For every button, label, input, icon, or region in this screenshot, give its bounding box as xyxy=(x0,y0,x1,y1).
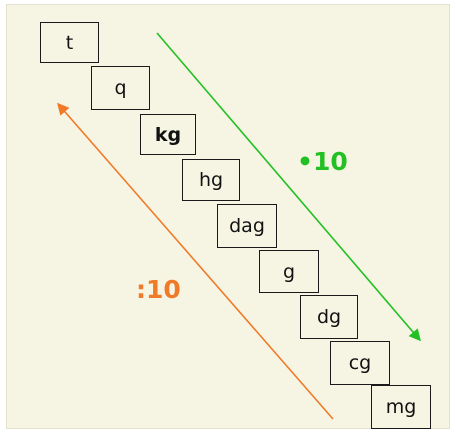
unit-box-mg: mg xyxy=(371,385,431,429)
unit-box-hg: hg xyxy=(182,159,240,201)
unit-box-dg: dg xyxy=(300,295,358,339)
unit-box-cg: cg xyxy=(330,341,390,385)
multiply-arrow xyxy=(156,32,421,342)
diagram-canvas: t q kg hg dag g dg cg mg •10 :10 xyxy=(6,4,450,429)
divide-arrow xyxy=(57,102,334,420)
arrows-layer xyxy=(57,32,421,420)
unit-box-dag: dag xyxy=(217,204,277,248)
unit-box-kg: kg xyxy=(140,114,196,155)
divide-label: :10 xyxy=(136,275,181,304)
unit-box-t: t xyxy=(40,22,99,63)
unit-box-g: g xyxy=(259,250,319,293)
unit-box-q: q xyxy=(91,66,150,110)
multiply-label: •10 xyxy=(297,147,348,176)
